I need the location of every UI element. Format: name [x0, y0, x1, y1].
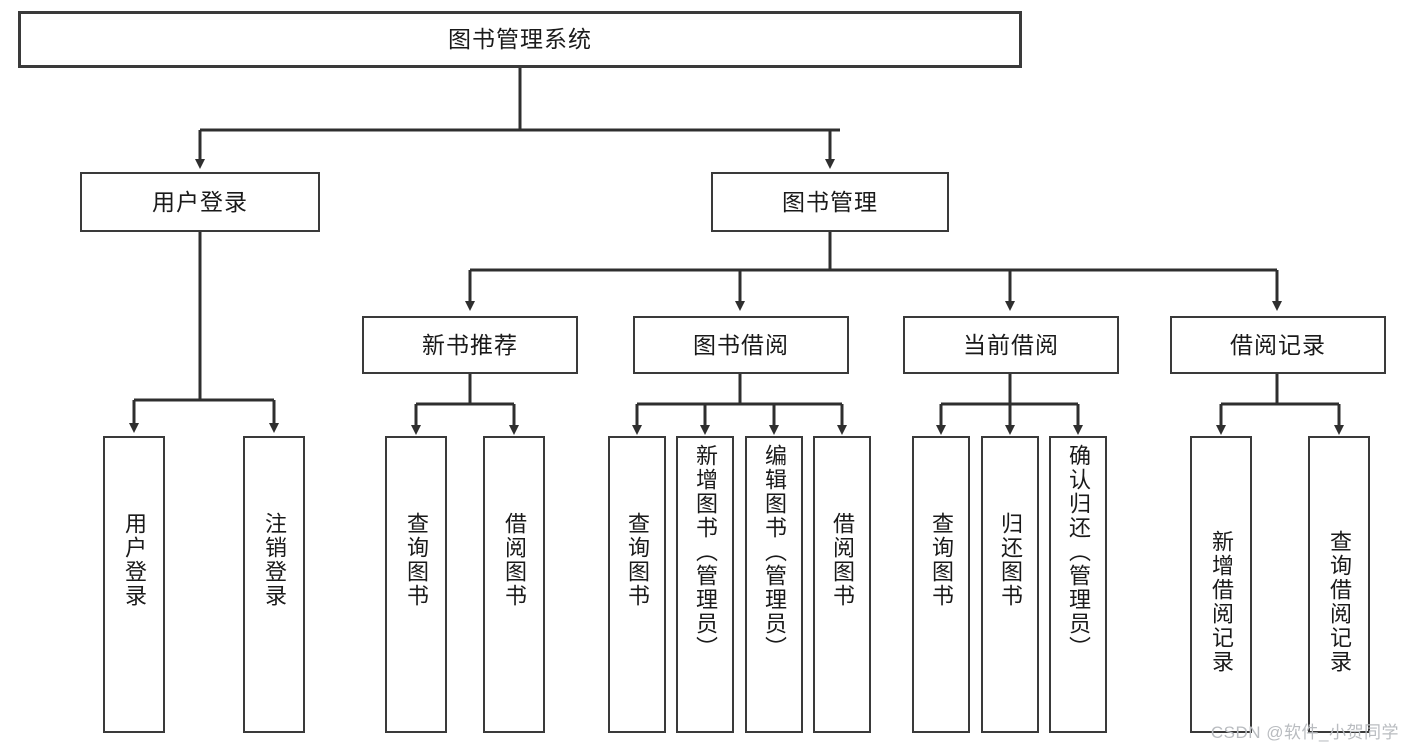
node-label: 确认归还（管理员） [1065, 444, 1091, 660]
node-label: 用户登录 [152, 188, 248, 215]
leaf-return-book[interactable]: 归还图书 [981, 436, 1039, 733]
node-label: 借阅记录 [1230, 331, 1326, 358]
node-label: 注销登录 [261, 512, 287, 608]
node-label: 编辑图书（管理员） [761, 444, 787, 660]
node-label: 新增图书（管理员） [692, 444, 718, 660]
leaf-edit-book-admin[interactable]: 编辑图书（管理员） [745, 436, 803, 733]
leaf-add-borrow-record[interactable]: 新增借阅记录 [1190, 436, 1252, 733]
node-label: 当前借阅 [963, 331, 1059, 358]
leaf-query-book-current[interactable]: 查询图书 [912, 436, 970, 733]
leaf-query-book-new[interactable]: 查询图书 [385, 436, 447, 733]
node-label: 新书推荐 [422, 331, 518, 358]
node-label: 借阅图书 [501, 512, 527, 608]
node-book-management[interactable]: 图书管理 [711, 172, 949, 232]
leaf-borrow-book-new[interactable]: 借阅图书 [483, 436, 545, 733]
leaf-borrow-book[interactable]: 借阅图书 [813, 436, 871, 733]
node-user-login[interactable]: 用户登录 [80, 172, 320, 232]
node-book-borrow[interactable]: 图书借阅 [633, 316, 849, 374]
node-label: 归还图书 [997, 512, 1023, 608]
leaf-logout[interactable]: 注销登录 [243, 436, 305, 733]
node-label: 借阅图书 [829, 512, 855, 608]
node-label: 图书借阅 [693, 331, 789, 358]
leaf-user-login[interactable]: 用户登录 [103, 436, 165, 733]
leaf-confirm-return-admin[interactable]: 确认归还（管理员） [1049, 436, 1107, 733]
node-label: 用户登录 [121, 512, 147, 608]
node-label: 查询图书 [624, 512, 650, 608]
node-label: 图书管理系统 [448, 26, 592, 53]
node-label: 查询图书 [403, 512, 429, 608]
node-borrow-record[interactable]: 借阅记录 [1170, 316, 1386, 374]
node-label: 查询图书 [928, 512, 954, 608]
node-label: 查询借阅记录 [1326, 530, 1352, 674]
node-current-borrow[interactable]: 当前借阅 [903, 316, 1119, 374]
node-root-system[interactable]: 图书管理系统 [18, 11, 1022, 68]
node-label: 新增借阅记录 [1208, 530, 1234, 674]
watermark-text: CSDN @软件_小贺同学 [1210, 723, 1399, 742]
leaf-query-borrow-record[interactable]: 查询借阅记录 [1308, 436, 1370, 733]
node-label: 图书管理 [782, 188, 878, 215]
leaf-query-book[interactable]: 查询图书 [608, 436, 666, 733]
leaf-add-book-admin[interactable]: 新增图书（管理员） [676, 436, 734, 733]
node-new-book-recommend[interactable]: 新书推荐 [362, 316, 578, 374]
